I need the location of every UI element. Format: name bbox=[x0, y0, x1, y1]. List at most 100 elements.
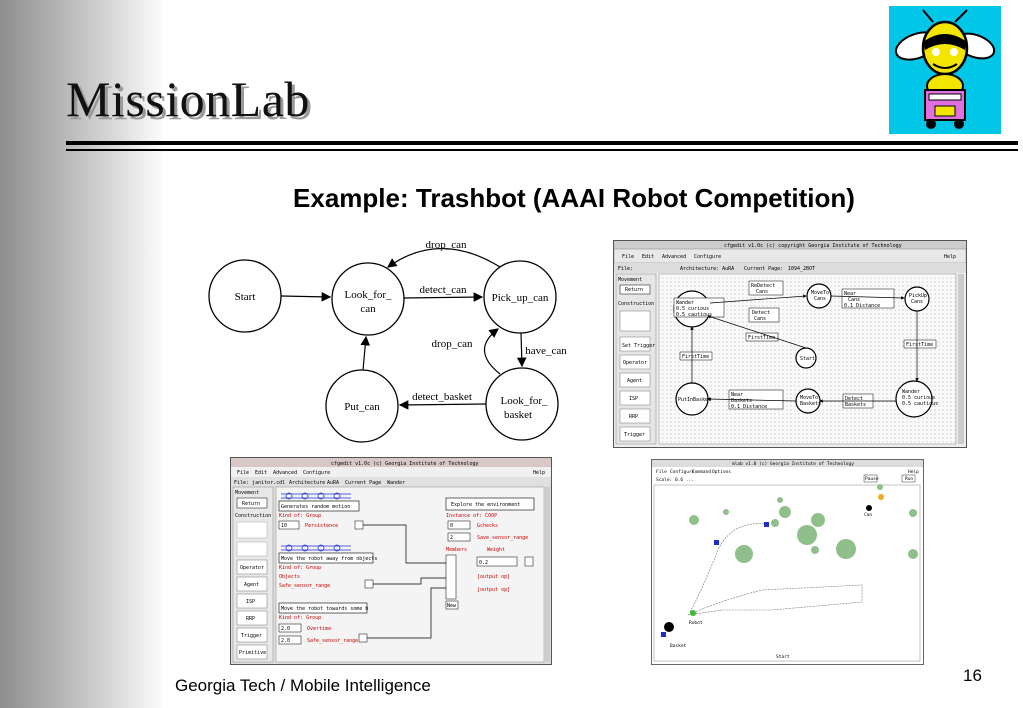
state-look-for-basket-label-1: Look_for_ bbox=[500, 395, 548, 407]
state-put-can bbox=[325, 369, 399, 443]
config-side-set-trigger[interactable]: Set Trigger bbox=[622, 343, 655, 349]
config-side-return[interactable]: Return bbox=[625, 287, 643, 293]
cfg-node-firsttime-a: FirstTime bbox=[748, 335, 775, 341]
label-drop-can-mid: drop_can bbox=[432, 338, 473, 350]
config-tab-file[interactable]: File: bbox=[618, 266, 633, 272]
config-side-rrp-button[interactable] bbox=[619, 408, 651, 424]
cfgedit-side-operator[interactable]: Operator bbox=[240, 565, 264, 571]
cfg-node-wander-2: 0.5 curious bbox=[676, 306, 709, 312]
sim-label-basket: Basket bbox=[670, 643, 687, 649]
cfgedit-tab-page[interactable]: Current Page bbox=[345, 480, 381, 486]
config-side-agent[interactable]: Agent bbox=[627, 378, 642, 384]
cfgedit-tab-arch[interactable]: Architecture bbox=[289, 480, 325, 486]
cfgedit-scrollbar[interactable] bbox=[545, 487, 550, 662]
config-side-trigger[interactable]: Trigger bbox=[624, 432, 645, 438]
cfgedit-arrow-button-2[interactable] bbox=[364, 579, 374, 589]
cfgedit-side-agent[interactable]: Agent bbox=[244, 582, 259, 588]
cfgedit-menu-configure[interactable]: Configure bbox=[303, 470, 330, 476]
page-number: 16 bbox=[963, 666, 982, 685]
sim-pause-button[interactable] bbox=[863, 474, 878, 483]
cfg-node-pickup-1: PickUp bbox=[909, 293, 927, 299]
cfgedit-member-list[interactable] bbox=[445, 554, 457, 600]
config-side-rrp[interactable]: RRP bbox=[629, 414, 638, 420]
obstacles bbox=[689, 484, 918, 563]
cfgedit-menu-file[interactable]: File bbox=[237, 470, 249, 476]
config-side-return-button[interactable] bbox=[619, 284, 651, 295]
title-rule-thick bbox=[66, 141, 1018, 145]
cfgedit-canvas[interactable] bbox=[275, 486, 545, 663]
chain-icon-2 bbox=[281, 544, 351, 552]
config-side-isp-button[interactable] bbox=[619, 390, 651, 406]
sim-label-can: Can bbox=[864, 512, 872, 518]
state-look-for-can-label-1: Look_for_ bbox=[344, 289, 392, 301]
simulation-screenshot: mlab v1.0 (c) Georgia Institute of Techn… bbox=[651, 459, 924, 665]
robot-2 bbox=[764, 522, 769, 527]
cfgedit-menu-edit[interactable]: Edit bbox=[255, 470, 267, 476]
start-marker bbox=[690, 610, 696, 616]
config-side-trigger-button-2[interactable] bbox=[619, 426, 651, 442]
config-tab-arch[interactable]: Architecture: AuRA bbox=[680, 266, 734, 272]
sim-menu-options[interactable]: Options bbox=[712, 469, 731, 475]
config-tab-name[interactable]: 1094_2BOT bbox=[788, 266, 815, 272]
state-look-for-can bbox=[331, 262, 405, 336]
sim-run-label[interactable]: Run bbox=[905, 476, 913, 482]
config-side-movement: Movement bbox=[618, 277, 642, 283]
cfgedit-persistence-lbl: Persistence bbox=[305, 523, 338, 529]
cfgedit-side-trigger[interactable]: Trigger bbox=[241, 633, 262, 639]
config-side-agent-button[interactable] bbox=[619, 372, 651, 388]
cfg-node-near-2: Cans bbox=[848, 297, 860, 303]
cfgedit-persistence-val[interactable]: 10 bbox=[281, 523, 287, 529]
sim-pause-label[interactable]: Pause bbox=[865, 476, 879, 482]
cfgedit-kind-group-3: Kind of: Group bbox=[279, 615, 321, 621]
config-side-trigger-button[interactable] bbox=[619, 336, 651, 352]
cfgedit-side-rrp[interactable]: RRP bbox=[246, 616, 255, 622]
cfgedit-tab-file[interactable]: File: janitor.cdl bbox=[234, 480, 285, 486]
config-side-operator[interactable]: Operator bbox=[623, 360, 647, 366]
cfgedit-new-label[interactable]: New bbox=[447, 603, 457, 609]
cfgedit-val-a[interactable]: 2.0 bbox=[281, 626, 290, 632]
cfgedit-explore-title: Explore the environment bbox=[451, 502, 520, 508]
config-tab-page[interactable]: Current Page: bbox=[744, 266, 783, 272]
config-menu-configure[interactable]: Configure bbox=[694, 254, 721, 260]
cfgedit-side-return[interactable]: Return bbox=[242, 501, 260, 507]
sim-run-button[interactable] bbox=[901, 474, 916, 483]
cfgedit-lbl-d: Save_sensor_range bbox=[477, 535, 528, 541]
cfgedit-arrow-button-1[interactable] bbox=[354, 520, 364, 530]
config-scrollbar[interactable] bbox=[958, 274, 964, 444]
config-side-isp[interactable]: ISP bbox=[629, 396, 638, 402]
arrow-drop-can-mid bbox=[483, 328, 501, 375]
cfgedit-menu-advanced[interactable]: Advanced bbox=[273, 470, 297, 476]
cfgedit-out2: [output op] bbox=[477, 587, 510, 593]
arrow-have-can bbox=[516, 332, 527, 368]
sim-label-robot: Robot bbox=[689, 620, 703, 626]
config-menu-edit[interactable]: Edit bbox=[642, 254, 654, 260]
cfgedit-val-b[interactable]: 2.0 bbox=[281, 638, 290, 644]
sim-menu-file[interactable]: File bbox=[656, 469, 667, 475]
sim-menu-command[interactable]: Command bbox=[692, 469, 711, 475]
cfgedit-tab-aura[interactable]: AuRA bbox=[327, 480, 339, 486]
sim-menu-configure[interactable]: Configure bbox=[670, 469, 695, 475]
cfgedit-arrow-button-4[interactable] bbox=[524, 556, 534, 567]
sim-menu-help[interactable]: Help bbox=[908, 469, 919, 475]
config-menu-advanced[interactable]: Advanced bbox=[662, 254, 686, 260]
cfgedit-screenshot: cfgedit v1.0c (c) Georgia Institute of T… bbox=[230, 457, 552, 665]
config-menu-help[interactable]: Help bbox=[944, 254, 956, 260]
config-menu-file[interactable]: File bbox=[622, 254, 634, 260]
cfgedit-val-c[interactable]: 0 bbox=[450, 523, 453, 529]
config-side-operator-button[interactable] bbox=[619, 354, 651, 370]
cfgedit-lbl-c: Gchecks bbox=[477, 523, 498, 529]
cfgedit-new-button[interactable] bbox=[445, 600, 459, 610]
cfgedit-val-d[interactable]: 2 bbox=[450, 535, 453, 541]
state-look-for-can-label-2: can bbox=[360, 303, 376, 315]
fsa-diagram: Start Look_for_ can Pick_up_can Put_can … bbox=[208, 239, 567, 443]
cfgedit-weight-val[interactable]: 0.2 bbox=[479, 560, 488, 566]
cfg-node-redetect-1: ReDetect bbox=[751, 283, 775, 289]
cfgedit-menu-help[interactable]: Help bbox=[533, 470, 545, 476]
cfgedit-tab-wander[interactable]: Wander bbox=[387, 480, 405, 486]
cfgedit-side-isp[interactable]: ISP bbox=[246, 599, 255, 605]
cfgedit-side-primitive[interactable]: Primitive bbox=[239, 650, 266, 656]
config-side-tool[interactable] bbox=[619, 310, 651, 332]
cfgedit-arrow-button-3[interactable] bbox=[358, 633, 368, 643]
state-start-label: Start bbox=[235, 291, 256, 303]
cfg-node-moveto-b-1: MoveTo bbox=[800, 395, 818, 401]
